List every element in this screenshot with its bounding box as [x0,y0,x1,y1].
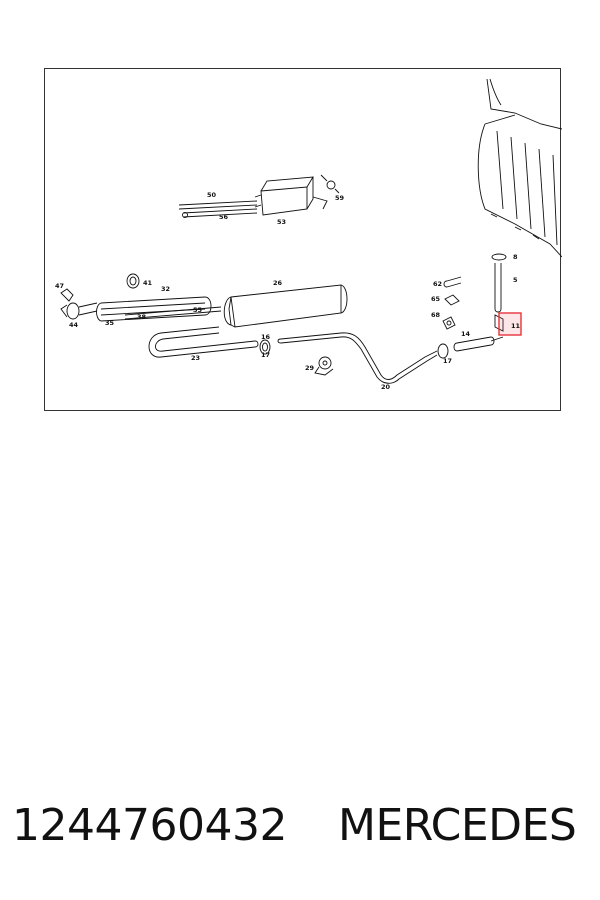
callout-56: 56 [219,213,229,221]
callout-32: 32 [161,285,170,293]
highlight-box-11 [498,312,522,336]
callout-55: 55 [193,306,203,314]
callout-62: 62 [433,280,442,288]
callout-11: 11 [511,322,521,330]
callout-14: 14 [461,330,471,338]
callout-59: 59 [335,194,345,202]
callout-47: 47 [55,282,64,290]
callout-41: 41 [143,279,153,287]
callout-20: 20 [381,383,391,391]
callout-17-right: 17 [443,357,452,365]
hose-14 [437,336,504,359]
callout-65: 65 [431,295,441,303]
callout-68: 68 [431,311,441,319]
callout-38: 38 [137,313,147,321]
brand-name: MERCEDES [338,800,577,851]
hose-loop-23 [148,326,259,358]
callout-8: 8 [513,253,518,261]
parts-62-65-68 [442,276,462,330]
callout-23: 23 [191,354,200,362]
callout-44: 44 [69,321,79,329]
connector-44-47 [60,288,98,320]
canister-53 [254,176,328,216]
callout-53: 53 [277,218,286,226]
hoses-left [96,296,222,322]
cylinder-26 [223,284,348,328]
part-number: 1244760432 [12,800,287,851]
fitting-29 [314,356,334,376]
clip-41 [126,273,140,289]
callout-labels: 50 56 53 59 47 41 32 26 44 35 38 55 23 1… [55,191,521,391]
callout-16: 16 [261,333,271,341]
bolt-59 [320,174,340,194]
callout-35: 35 [105,319,115,327]
callout-29: 29 [305,364,315,372]
diagram-frame: 50 56 53 59 47 41 32 26 44 35 38 55 23 1… [44,68,562,411]
callout-50: 50 [207,191,217,199]
callout-26: 26 [273,279,283,287]
callout-17-left: 17 [261,351,270,359]
engine-block [477,78,562,258]
rods-50-56 [178,200,258,218]
clamp-16-17-left [259,339,271,355]
parts-diagram: 50 56 53 59 47 41 32 26 44 35 38 55 23 1… [55,78,562,391]
tube-20 [277,332,438,384]
callout-5: 5 [513,276,518,284]
hose-5 [491,253,507,332]
footer: 1244760432 MERCEDES [0,800,600,860]
